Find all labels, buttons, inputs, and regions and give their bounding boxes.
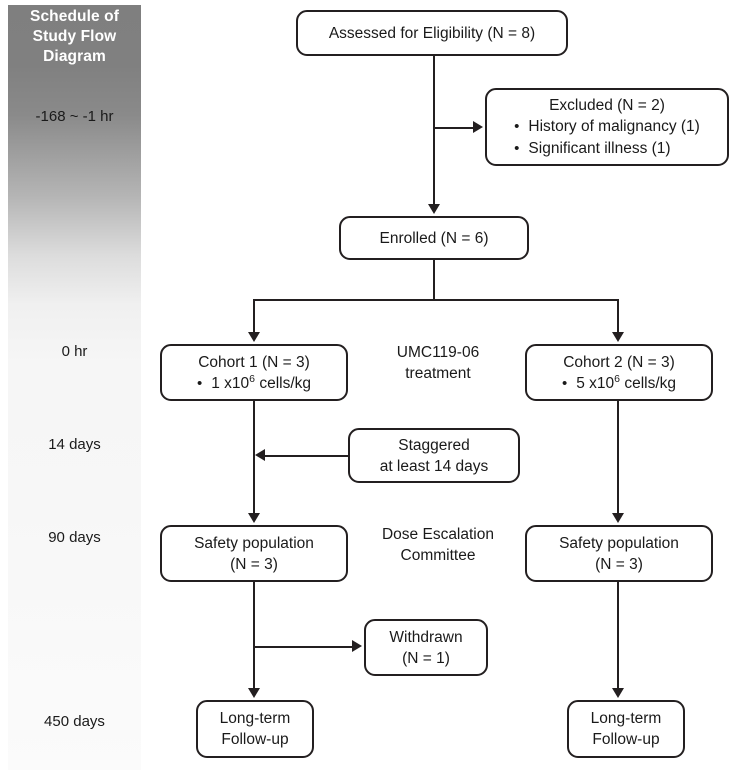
node-cohort1-heading: Cohort 1 (N = 3): [198, 353, 310, 371]
excluded-reason-list: History of malignancy (1) Significant il…: [514, 116, 699, 159]
node-withdrawn-line2: (N = 1): [402, 649, 450, 667]
node-enrolled-text: Enrolled (N = 6): [379, 229, 489, 247]
connector-cohort2-to-safety2: [617, 401, 619, 513]
connector-to-excluded: [433, 127, 474, 129]
label-treatment: UMC119-06 treatment: [364, 342, 512, 384]
node-safety1-line1: Safety population: [194, 534, 314, 552]
node-assessed-for-eligibility[interactable]: Assessed for Eligibility (N = 8): [296, 10, 568, 56]
arrow-into-withdrawn: [352, 640, 362, 652]
arrow-into-safety1: [248, 513, 260, 523]
node-ltfu1-line2: Follow-up: [221, 731, 289, 748]
excluded-reason-item: Significant illness (1): [514, 138, 670, 159]
connector-safety1-to-ltfu1: [253, 582, 255, 688]
node-ltfu1-line1: Long-term: [219, 710, 291, 727]
node-cohort1-dose: 1 x106 cells/kg: [197, 373, 311, 394]
connector-split-left: [253, 299, 255, 334]
schedule-sidebar: [8, 5, 141, 770]
connector-safety2-to-ltfu2: [617, 582, 619, 688]
connector-split-right: [617, 299, 619, 334]
node-enrolled[interactable]: Enrolled (N = 6): [339, 216, 529, 260]
node-long-term-followup-1[interactable]: Long-term Follow-up: [196, 700, 314, 758]
arrow-into-cohort2: [612, 332, 624, 342]
arrow-staggered-left: [255, 449, 265, 461]
node-cohort-1[interactable]: Cohort 1 (N = 3) 1 x106 cells/kg: [160, 344, 348, 401]
cohort1-dose-exponent: 6: [249, 372, 256, 385]
node-safety-population-2[interactable]: Safety population (N = 3): [525, 525, 713, 582]
node-long-term-followup-2[interactable]: Long-term Follow-up: [567, 700, 685, 758]
node-withdrawn-line1: Withdrawn: [389, 628, 463, 646]
node-staggered-line2: at least 14 days: [379, 457, 489, 475]
node-safety2-line2: (N = 3): [595, 555, 643, 573]
node-staggered[interactable]: Staggered at least 14 days: [348, 428, 520, 483]
arrow-into-safety2: [612, 513, 624, 523]
node-ltfu2-line1: Long-term: [590, 710, 662, 727]
cohort1-dose-unit: cells/kg: [255, 374, 312, 392]
node-ltfu2-line2: Follow-up: [592, 731, 660, 748]
node-safety-population-1[interactable]: Safety population (N = 3): [160, 525, 348, 582]
node-cohort2-heading: Cohort 2 (N = 3): [563, 353, 675, 371]
node-withdrawn[interactable]: Withdrawn (N = 1): [364, 619, 488, 676]
cohort2-dose-value: 5 x10: [576, 374, 615, 392]
cohort2-dose-unit: cells/kg: [620, 374, 677, 392]
node-cohort-2[interactable]: Cohort 2 (N = 3) 5 x106 cells/kg: [525, 344, 713, 401]
node-eligibility-text: Assessed for Eligibility (N = 8): [328, 24, 536, 42]
timepoint-90-days: 90 days: [48, 529, 101, 546]
arrow-into-enrolled: [428, 204, 440, 214]
connector-eligibility-trunk: [433, 56, 435, 206]
node-staggered-line1: Staggered: [398, 436, 470, 454]
timepoint-0-hr: 0 hr: [61, 343, 88, 360]
node-cohort2-dose: 5 x106 cells/kg: [562, 373, 676, 394]
label-treatment-line2: treatment: [405, 365, 471, 382]
arrow-into-excluded: [473, 121, 483, 133]
arrow-into-ltfu2: [612, 688, 624, 698]
node-excluded[interactable]: Excluded (N = 2) History of malignancy (…: [485, 88, 729, 166]
label-dec-line1: Dose Escalation: [381, 526, 494, 543]
label-dose-escalation-committee: Dose Escalation Committee: [364, 524, 512, 566]
excluded-reason-item: History of malignancy (1): [514, 116, 699, 137]
connector-enrolled-stem: [433, 260, 435, 300]
connector-staggered-to-cohort1: [265, 455, 348, 457]
label-treatment-line1: UMC119-06: [396, 344, 480, 361]
cohort2-dose-exponent: 6: [614, 372, 621, 385]
arrow-into-ltfu1: [248, 688, 260, 698]
node-safety2-line1: Safety population: [559, 534, 679, 552]
connector-cohort1-to-safety1: [253, 401, 255, 513]
timepoint-pre-dose: -168 ~ -1 hr: [35, 108, 114, 125]
timepoint-14-days: 14 days: [48, 436, 101, 453]
timepoint-450-days: 450 days: [44, 713, 105, 730]
sidebar-title: Schedule of Study Flow Diagram: [30, 8, 119, 65]
node-safety1-line2: (N = 3): [230, 555, 278, 573]
node-excluded-heading: Excluded (N = 2): [549, 97, 665, 114]
label-dec-line2: Committee: [400, 547, 476, 564]
cohort1-dose-value: 1 x10: [211, 374, 250, 392]
connector-to-withdrawn: [255, 646, 352, 648]
arrow-into-cohort1: [248, 332, 260, 342]
connector-split-bus: [253, 299, 619, 301]
